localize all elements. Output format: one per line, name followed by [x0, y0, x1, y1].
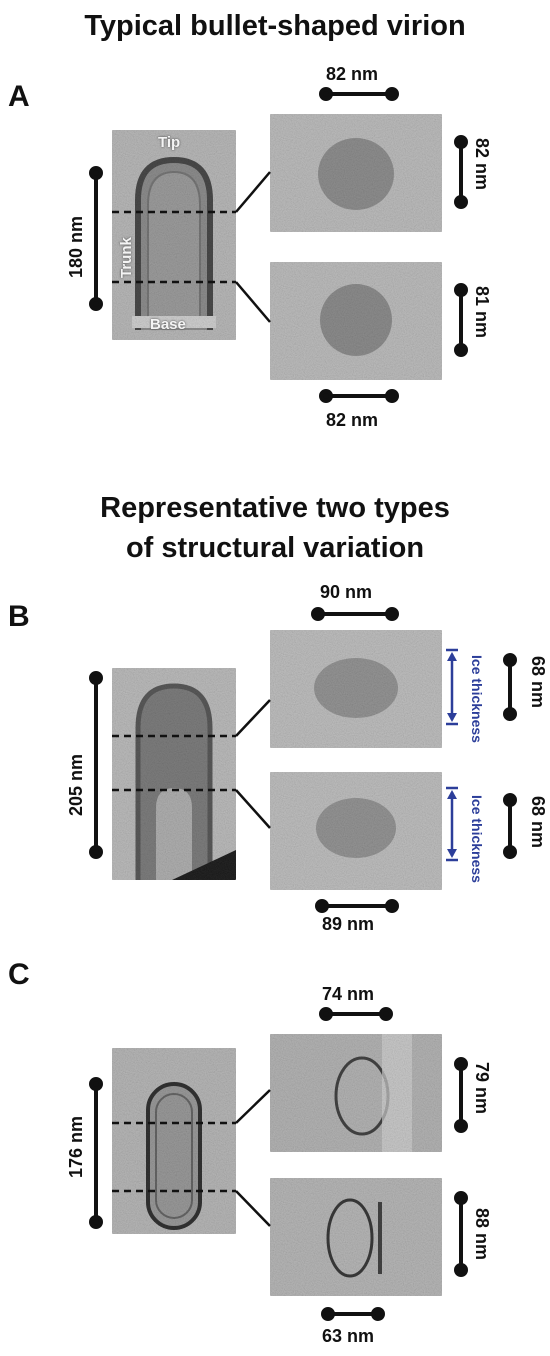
lower-width-label-b: 89 nm [322, 914, 375, 934]
panel-letter-a: A [8, 80, 30, 113]
panel-letter-c: C [8, 958, 30, 991]
scale-bar-b-lower-height [503, 793, 517, 859]
scale-bar-b-upper-width [311, 607, 399, 621]
ice-arrow-lower [446, 786, 458, 862]
lower-width-label-c: 63 nm [322, 1326, 375, 1346]
micrograph-a-upper [270, 114, 442, 232]
heading-variation-line2: of structural variation [125, 532, 425, 564]
scale-bar-a-upper-width [319, 87, 399, 101]
micrograph-b-lower [270, 772, 442, 890]
upper-width-label-b: 90 nm [320, 582, 373, 602]
scale-bar-b-length [89, 671, 103, 859]
lower-width-label-a: 82 nm [326, 410, 379, 430]
micrograph-a-lower [270, 262, 442, 380]
micrograph-c-lower [270, 1178, 442, 1296]
scale-bar-a-upper-height [454, 135, 468, 209]
connector-b-lower [235, 789, 271, 829]
scale-bar-a-lower-width [319, 389, 399, 403]
virion-b-shape [135, 683, 236, 880]
scale-bar-c-lower-width [321, 1307, 385, 1321]
scale-bar-b-upper-height [503, 653, 517, 721]
panel-letter-b: B [8, 600, 30, 633]
scale-bar-c-length [89, 1077, 103, 1229]
virion-a-shape [132, 156, 216, 330]
connector-c-lower [235, 1190, 271, 1227]
upper-width-label-a: 82 nm [326, 64, 379, 84]
micrograph-b-upper [270, 630, 442, 748]
micrograph-c-upper [270, 1034, 442, 1152]
scale-bar-c-lower-height [454, 1191, 468, 1277]
micrograph-a-side [112, 130, 236, 340]
connector-b-upper [235, 699, 271, 737]
connector-a-upper [235, 171, 271, 213]
scale-bar-b-lower-width [315, 899, 399, 913]
connector-c-upper [235, 1089, 271, 1124]
upper-width-label-c: 74 nm [322, 984, 375, 1004]
micrograph-b-side [112, 668, 236, 880]
scale-bar-a-lower-height [454, 283, 468, 357]
scale-bar-a-length [89, 166, 103, 311]
heading-typical: Typical bullet-shaped virion [84, 10, 466, 42]
connector-a-lower [235, 281, 271, 323]
label-base: Base [150, 316, 186, 333]
scale-bar-c-upper-width [319, 1007, 393, 1021]
scale-bar-c-upper-height [454, 1057, 468, 1133]
ice-arrow-upper [446, 648, 458, 726]
heading-variation-line1: Representative two types [100, 492, 450, 524]
label-tip: Tip [158, 134, 181, 151]
